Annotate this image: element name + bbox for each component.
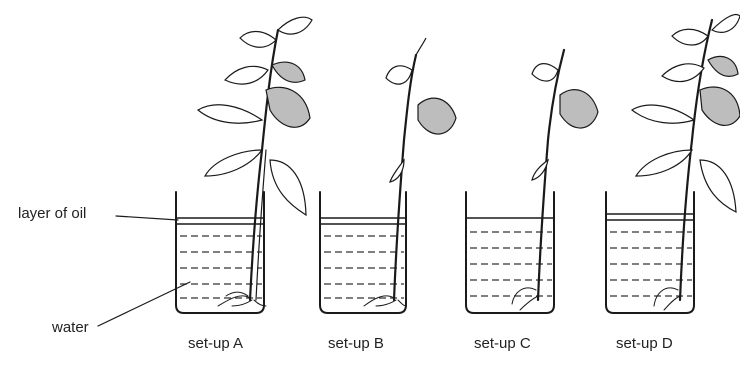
plant-d <box>632 15 740 310</box>
caption-setup-a: set-up A <box>188 335 243 352</box>
label-water: water <box>51 282 190 336</box>
setup-d: set-up D <box>606 15 740 352</box>
caption-setup-b: set-up B <box>328 335 384 352</box>
plant-b <box>364 38 456 306</box>
setup-a: set-up A <box>176 17 312 352</box>
setup-b: set-up B <box>320 38 456 352</box>
label-water-text: water <box>51 319 89 336</box>
label-oil-pointer <box>116 216 178 220</box>
label-oil: layer of oil <box>18 205 178 222</box>
plant-a <box>198 17 312 306</box>
beaker-b <box>320 192 406 313</box>
caption-setup-c: set-up C <box>474 335 531 352</box>
setup-c: set-up C <box>466 50 598 352</box>
caption-setup-d: set-up D <box>616 335 673 352</box>
label-oil-text: layer of oil <box>18 205 86 222</box>
